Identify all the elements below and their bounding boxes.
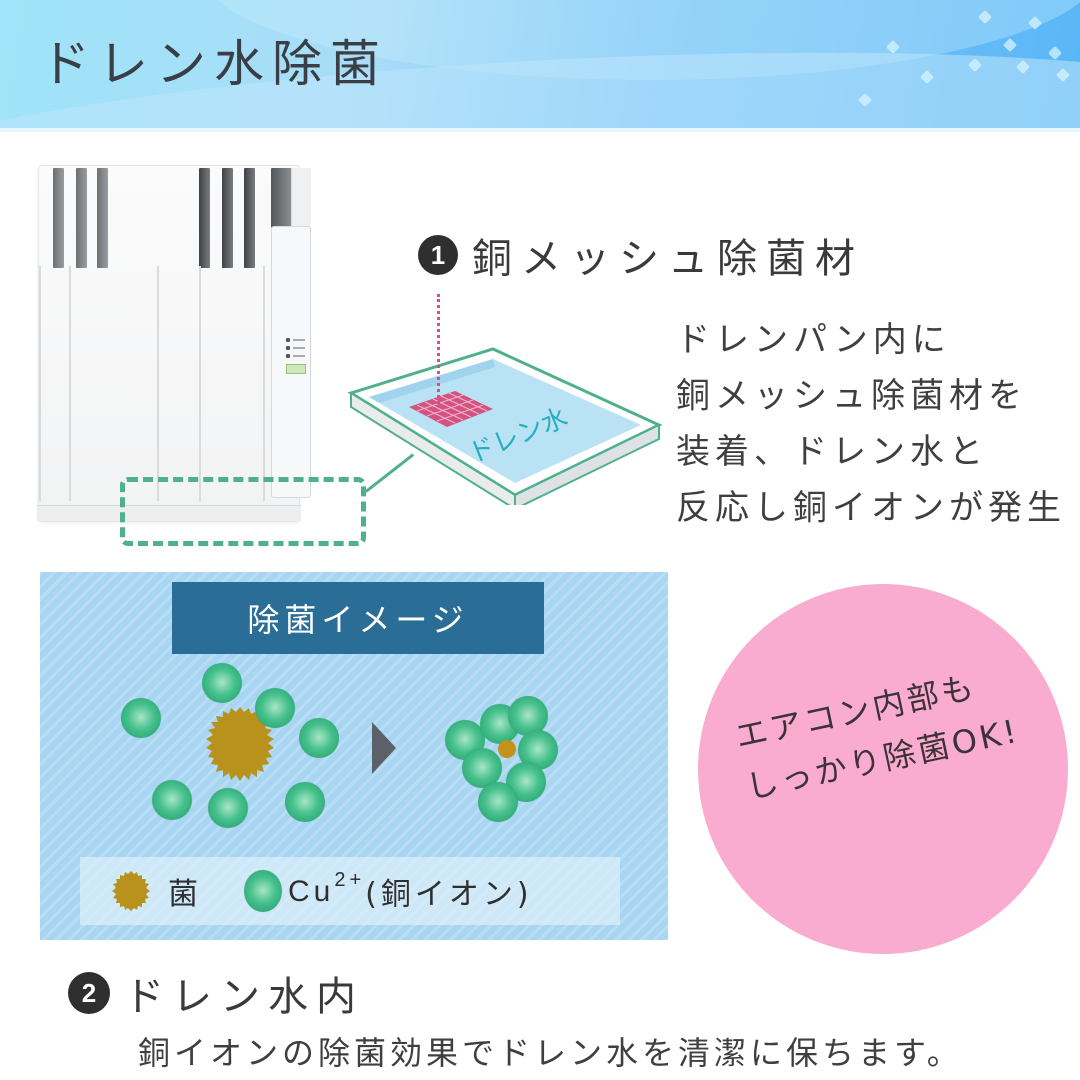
vent-slot [53, 168, 64, 268]
copper-ion-icon [208, 788, 248, 828]
section-1-title: 銅メッシュ除菌材 [472, 236, 864, 282]
section-2-heading: 2 ドレン水内 [68, 964, 364, 1022]
callout-circle [698, 584, 1068, 954]
copper-ion-formula: Cu2+ [288, 869, 366, 908]
copper-ion-icon [285, 782, 325, 822]
display-window [286, 364, 306, 374]
front-panel-seam [39, 266, 159, 501]
germ-legend-icon [112, 871, 150, 911]
drain-area-highlight [120, 477, 366, 546]
unit-base [37, 505, 301, 521]
section-1-description: ドレンパン内に 銅メッシュ除菌材を 装着、ドレン水と 反応し銅イオンが発生 [676, 320, 1066, 528]
front-panel-seam [39, 266, 71, 501]
copper-ion-legend-label: (銅イオン) [365, 877, 533, 912]
header-banner: ドレン水除菌 [0, 0, 1080, 130]
banner-divider [0, 128, 1080, 132]
vent-slot [76, 168, 87, 268]
copper-ion-icon [202, 663, 242, 703]
germ-icon [206, 707, 274, 781]
indicator-label [293, 355, 305, 357]
indicator-led [286, 354, 290, 358]
drain-pan-illustration: ドレン水 [345, 345, 665, 511]
copper-mesh-icon [409, 391, 493, 427]
section-1-heading: 1 銅メッシュ除菌材 [418, 226, 864, 284]
germ-legend-label: 菌 [168, 877, 198, 912]
copper-ion-icon [508, 696, 548, 736]
small-germ-icon [498, 740, 516, 758]
indicator-label [293, 347, 305, 349]
copper-ion-icon [462, 748, 502, 788]
indicator-led [286, 338, 290, 342]
control-panel [271, 226, 311, 498]
page-title: ドレン水除菌 [40, 35, 388, 93]
number-badge-1: 1 [418, 235, 458, 275]
indicator-led [286, 346, 290, 350]
arrow-right-icon [372, 722, 396, 774]
vent-slot [244, 168, 255, 268]
copper-ion-icon [255, 688, 295, 728]
vent-slot [199, 168, 210, 268]
section-2-title: ドレン水内 [124, 974, 364, 1020]
copper-ion-icon [299, 718, 339, 758]
drain-pan-icon: ドレン水 [347, 347, 663, 511]
side-vent [271, 168, 311, 228]
sparkle-icon [1047, 45, 1063, 61]
front-panel-seam [39, 266, 201, 501]
vent-slot [222, 168, 233, 268]
section-2-description: 銅イオンの除菌効果でドレン水を清潔に保ちます。 [138, 1034, 963, 1072]
copper-ion-icon [152, 780, 192, 820]
front-panel-seam [39, 266, 265, 501]
copper-ion-legend-icon [244, 870, 282, 912]
indicator-label [293, 339, 305, 341]
sterilization-image-panel: 除菌イメージ 菌 Cu2+ (銅イオン) [40, 572, 668, 940]
number-badge-2: 2 [68, 972, 110, 1014]
mesh-pointer-line [437, 294, 440, 404]
window-air-conditioner-image [37, 165, 311, 522]
copper-ion-icon [478, 782, 518, 822]
vent-slot [97, 168, 108, 268]
copper-ion-icon [121, 698, 161, 738]
legend: 菌 Cu2+ (銅イオン) [80, 857, 620, 925]
panel-title: 除菌イメージ [172, 582, 544, 654]
sparkle-icon [1002, 37, 1018, 53]
